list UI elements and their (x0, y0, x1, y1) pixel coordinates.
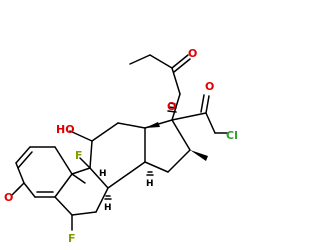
hashed-bonds (104, 102, 177, 200)
ring-a (15, 146, 73, 198)
h-14-label: H (146, 179, 154, 189)
ring-d (144, 119, 191, 173)
structure-svg: O O O Cl HO F F O H H H (4, 47, 238, 245)
atom-labels: O O O Cl HO F F O H H H (4, 47, 238, 245)
ring-b (54, 167, 109, 216)
ester-carbonyl-oxygen-label: O (188, 47, 197, 60)
fluorine-6-label: F (68, 232, 76, 245)
ester-oxygen-label: O (167, 100, 176, 113)
substituent-bonds (11, 54, 229, 231)
ring-c (89, 122, 146, 189)
molecule-diagram: O O O Cl HO F F O H H H (4, 47, 238, 245)
h-9-label: H (99, 169, 107, 179)
fluorine-9-label: F (75, 149, 83, 162)
chlorine-label: Cl (226, 129, 238, 142)
oxygen-3-label: O (4, 191, 13, 204)
hydroxyl-label: HO (56, 123, 75, 136)
ketone-oxygen-label: O (205, 80, 214, 93)
h-8-label: H (104, 203, 112, 213)
